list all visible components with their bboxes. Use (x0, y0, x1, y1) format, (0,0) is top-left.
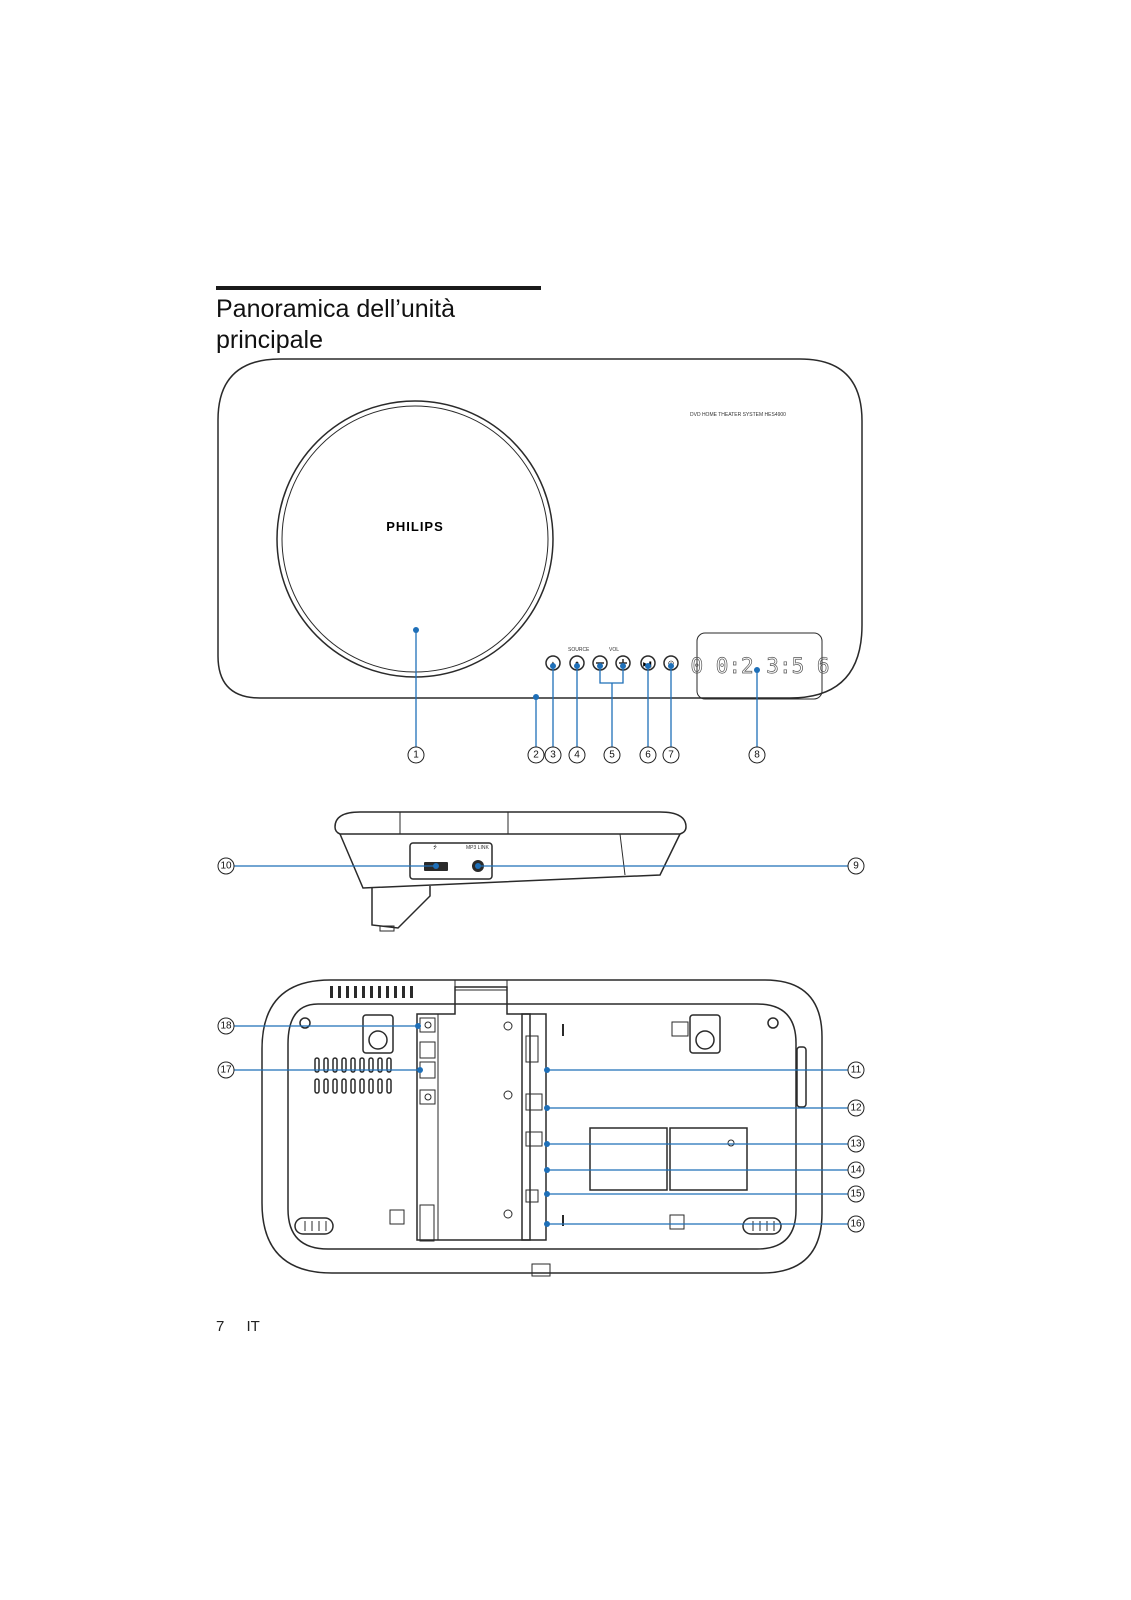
svg-text:12: 12 (850, 1103, 862, 1114)
language-code: IT (246, 1318, 260, 1335)
callout-18: 18 (217, 1017, 235, 1035)
right-connector-strip (521, 1013, 547, 1241)
callout-12: 12 (847, 1099, 865, 1117)
svg-text:2: 2 (533, 750, 539, 761)
svg-text:8: 8 (754, 750, 760, 761)
callout-1: 1 (407, 746, 425, 764)
rear-foot-right (742, 1217, 782, 1235)
callout-15: 15 (847, 1185, 865, 1203)
page-title-line-2: principale (216, 326, 324, 354)
svg-text:9: 9 (853, 861, 859, 872)
callout-7: 7 (662, 746, 680, 764)
callout-14: 14 (847, 1161, 865, 1179)
wall-mount-right (689, 1014, 721, 1054)
page-footer: 7 IT (216, 1318, 260, 1335)
rear-foot-left (294, 1217, 334, 1235)
callout-4: 4 (568, 746, 586, 764)
callout-6: 6 (639, 746, 657, 764)
callout-11: 11 (847, 1061, 865, 1079)
callout-3: 3 (544, 746, 562, 764)
svg-text:15: 15 (850, 1189, 862, 1200)
model-label: DVD HOME THEATER SYSTEM HES4900 (690, 412, 786, 418)
side-connector-panel (409, 842, 493, 880)
rear-body-inner (287, 1003, 797, 1250)
svg-text:10: 10 (220, 861, 232, 872)
speaker-panel-left (589, 1127, 668, 1191)
antenna (796, 1046, 807, 1108)
side-panel-view: ⭍ MP3 LINK 10 9 (217, 811, 865, 932)
svg-text:4: 4 (574, 750, 580, 761)
svg-text:18: 18 (220, 1021, 232, 1032)
disc-lid-inner (281, 405, 549, 673)
speaker-panel-right (669, 1127, 748, 1191)
front-panel-view: PHILIPS DVD HOME THEATER SYSTEM HES4900 … (217, 358, 863, 764)
mp3-link-label: MP3 LINK (466, 845, 489, 851)
page-title-line-1: Panoramica dell’unità (216, 295, 456, 323)
bottom-tab (531, 1263, 551, 1277)
top-vent (330, 986, 413, 998)
page-number: 7 (216, 1318, 225, 1335)
callout-16: 16 (847, 1215, 865, 1233)
callout-17: 17 (217, 1061, 235, 1079)
svg-text:7: 7 (668, 750, 674, 761)
brand-logo: PHILIPS (386, 519, 444, 534)
disc-lid-outer (276, 400, 554, 678)
svg-text:5: 5 (609, 750, 615, 761)
source-label: SOURCE (568, 647, 590, 653)
svg-text:6: 6 (645, 750, 651, 761)
rear-vent-left (314, 1057, 392, 1094)
usb-symbol: ⭍ (433, 845, 437, 851)
svg-text:16: 16 (850, 1219, 862, 1230)
svg-text:14: 14 (850, 1165, 862, 1176)
rear-panel-view: 18 17 11 12 13 14 15 16 (217, 979, 865, 1277)
rear-body-outer (261, 979, 823, 1274)
callout-8: 8 (748, 746, 766, 764)
callout-10: 10 (217, 857, 235, 875)
vol-label: VOL (609, 647, 619, 653)
svg-text:13: 13 (850, 1139, 862, 1150)
svg-text:11: 11 (851, 1065, 862, 1076)
wall-mount-left (362, 1014, 394, 1054)
display-window (696, 632, 823, 700)
side-stand (371, 886, 431, 929)
svg-text:1: 1 (413, 750, 419, 761)
heading-rule (216, 286, 541, 290)
side-body-lower (339, 833, 681, 889)
callout-5: 5 (603, 746, 621, 764)
center-connector-block (416, 986, 531, 1241)
callout-13: 13 (847, 1135, 865, 1153)
front-panel-body (217, 358, 863, 699)
svg-text:17: 17 (220, 1065, 232, 1076)
callout-2: 2 (527, 746, 545, 764)
side-body-top (334, 811, 687, 835)
page-title: Panoramica dell’unità principale (216, 294, 455, 356)
callout-9: 9 (847, 857, 865, 875)
svg-text:3: 3 (550, 750, 556, 761)
display-readout: 0 0:2 3:5 6 (690, 654, 829, 678)
